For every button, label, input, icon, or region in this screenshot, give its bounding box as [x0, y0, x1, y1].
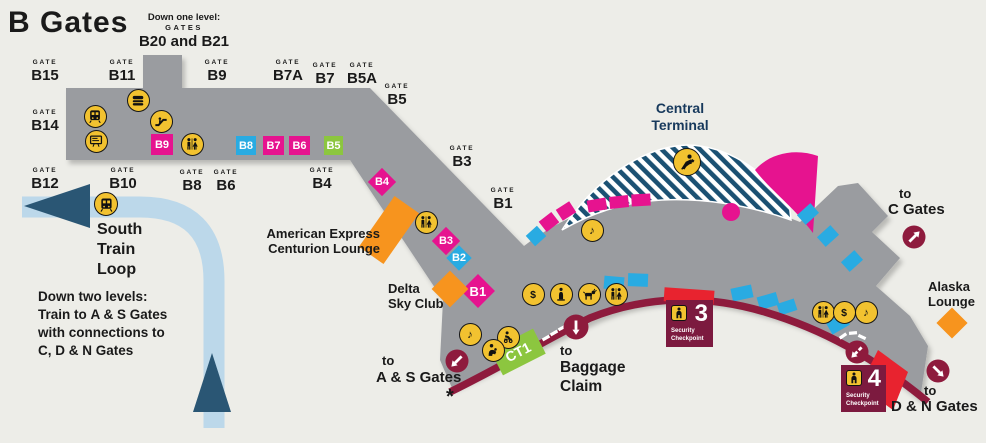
checkpoint-4-number: 4: [867, 365, 881, 392]
to-baggage-line1: Baggage: [560, 359, 626, 376]
art-icon: [549, 282, 573, 306]
retail-block-b5: B5: [324, 136, 343, 155]
page-title: B Gates: [8, 6, 129, 39]
south-train-loop-path: [22, 196, 225, 428]
to-as-gates-arrow-icon: [445, 349, 469, 373]
pet-relief-icon: [577, 282, 601, 306]
amex-lounge-label: American Express Centurion Lounge: [266, 226, 380, 257]
svg-text:$: $: [530, 289, 536, 301]
restroom-icon: [604, 282, 628, 306]
flight-info-icon: [84, 129, 108, 153]
train-loop-arrow-north: [193, 353, 231, 412]
retail-block-b8: B8: [236, 136, 256, 155]
security-checkpoint-4: 4 Security Checkpoint: [841, 365, 886, 412]
to-as-gates-to: to: [382, 353, 395, 368]
down-one-level-line3: B20 and B21: [138, 32, 230, 50]
retail-block-b9: B9: [151, 134, 173, 155]
retail-dot: [722, 203, 740, 221]
security-scanner-icon: [671, 305, 687, 321]
security-checkpoint-3: 3 Security Checkpoint: [666, 300, 713, 347]
nursing-room-icon: [481, 338, 505, 362]
svg-text:$: $: [841, 307, 847, 319]
alaska-lounge-label: Alaska Lounge: [928, 279, 975, 310]
music-icon: ♪: [854, 300, 878, 324]
checkpoint-3-label: Security Checkpoint: [671, 328, 704, 342]
svg-text:♪: ♪: [863, 307, 869, 319]
down-two-levels-note: Down two levels: Train to A & S Gates wi…: [38, 289, 168, 358]
restroom-icon: [414, 210, 438, 234]
down-one-level-line1: Down one level:: [147, 12, 221, 23]
to-as-gates-label: A & S Gates: [376, 369, 462, 386]
delta-sky-club-label: Delta Sky Club: [388, 281, 444, 312]
checkpoint-4-label: Security Checkpoint: [846, 393, 879, 407]
to-baggage-to: to: [560, 343, 573, 358]
checkpoint4-route-dashes: [838, 331, 867, 341]
train-icon: [83, 104, 107, 128]
currency-exchange-icon: $: [832, 300, 856, 324]
restroom-icon: [811, 300, 835, 324]
footnote-asterisk: *: [446, 386, 454, 408]
to-baggage-line2: Claim: [560, 378, 603, 395]
central-terminal-label: Central Terminal: [651, 100, 709, 133]
food-icon: [126, 88, 150, 112]
retail-block-b7: B7: [263, 136, 284, 155]
construction-icon: [673, 148, 701, 176]
escalator-icon: [149, 109, 173, 133]
to-dn-gates-to: to: [924, 383, 937, 398]
retail-strip-magenta: [538, 193, 651, 233]
to-c-gates-label: C Gates: [888, 201, 945, 218]
svg-text:♪: ♪: [589, 225, 595, 237]
security-scanner-icon: [846, 370, 862, 386]
music-icon: ♪: [458, 322, 482, 346]
retail-block-b6: B6: [289, 136, 310, 155]
to-dn-gates-arrow-icon: [926, 359, 950, 383]
to-baggage-claim-arrow-icon: [563, 314, 589, 340]
restroom-icon: [180, 132, 204, 156]
to-c-gates-arrow-icon: [902, 225, 926, 249]
south-train-loop-label: South Train Loop: [97, 221, 143, 278]
down-one-level-line2: GATES: [165, 22, 203, 32]
music-icon: ♪: [580, 218, 604, 242]
checkpoint-3-number: 3: [694, 300, 708, 327]
to-c-gates-to: to: [899, 186, 912, 201]
currency-exchange-icon: $: [521, 282, 545, 306]
to-dn-gates-label: D & N Gates: [891, 398, 978, 415]
svg-text:♪: ♪: [467, 329, 473, 341]
train-loop-arrow-west: [24, 184, 90, 228]
down-one-level-note: Down one level: GATES B20 and B21: [128, 12, 240, 50]
checkpoint-4-exit-arrow-icon: [845, 340, 869, 364]
train-icon: [94, 192, 118, 216]
